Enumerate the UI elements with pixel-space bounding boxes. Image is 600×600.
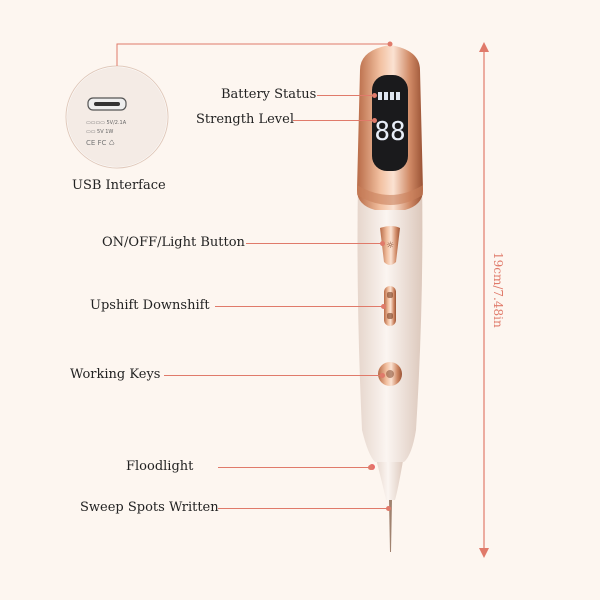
svg-text:▭▭▭▭ 5V/2.1A: ▭▭▭▭ 5V/2.1A	[86, 120, 127, 126]
label-working-keys: Working Keys	[70, 367, 161, 382]
svg-text:▭▭ 5V 1W: ▭▭ 5V 1W	[86, 129, 113, 135]
floodlight-leader-dot	[368, 465, 373, 470]
label-floodlight: Floodlight	[126, 459, 194, 474]
battery-leader	[317, 95, 375, 96]
pen-device: 88 ☼	[357, 45, 423, 552]
label-strength-level: Strength Level	[196, 112, 294, 127]
onoff-leader-dot	[380, 241, 385, 246]
floodlight-leader	[218, 467, 370, 468]
label-on-off-button: ON/OFF/Light Button	[102, 235, 245, 250]
usb-leader-dot	[387, 41, 393, 47]
svg-text:☼: ☼	[386, 241, 394, 251]
working-key-button[interactable]	[378, 362, 402, 386]
usb-leader	[116, 43, 390, 66]
onoff-leader	[246, 243, 382, 244]
strength-digits: 88	[374, 117, 405, 147]
label-upshift-downshift: Upshift Downshift	[90, 298, 210, 313]
sweep-leader	[218, 508, 388, 509]
label-usb-interface: USB Interface	[72, 178, 166, 193]
sweep-leader-dot	[386, 506, 391, 511]
usb-magnifier: ▭▭▭▭ 5V/2.1A ▭▭ 5V 1W CE FC ♺	[65, 65, 169, 169]
battery-leader-dot	[372, 93, 377, 98]
on-off-button[interactable]: ☼	[380, 226, 400, 265]
working-leader-dot	[380, 373, 385, 378]
updown-leader-dot	[381, 304, 386, 309]
label-battery-status: Battery Status	[221, 87, 317, 102]
dimension-label: 19cm/7.48in	[491, 252, 505, 328]
updown-leader	[215, 306, 383, 307]
label-sweep-spots: Sweep Spots Written	[80, 500, 219, 515]
battery-indicator	[378, 92, 400, 100]
working-leader	[164, 375, 382, 376]
dimension-arrow	[479, 42, 489, 558]
shift-buttons[interactable]	[384, 286, 396, 326]
svg-text:CE FC ♺: CE FC ♺	[86, 139, 115, 147]
strength-leader-dot	[372, 118, 377, 123]
strength-leader	[293, 120, 375, 121]
